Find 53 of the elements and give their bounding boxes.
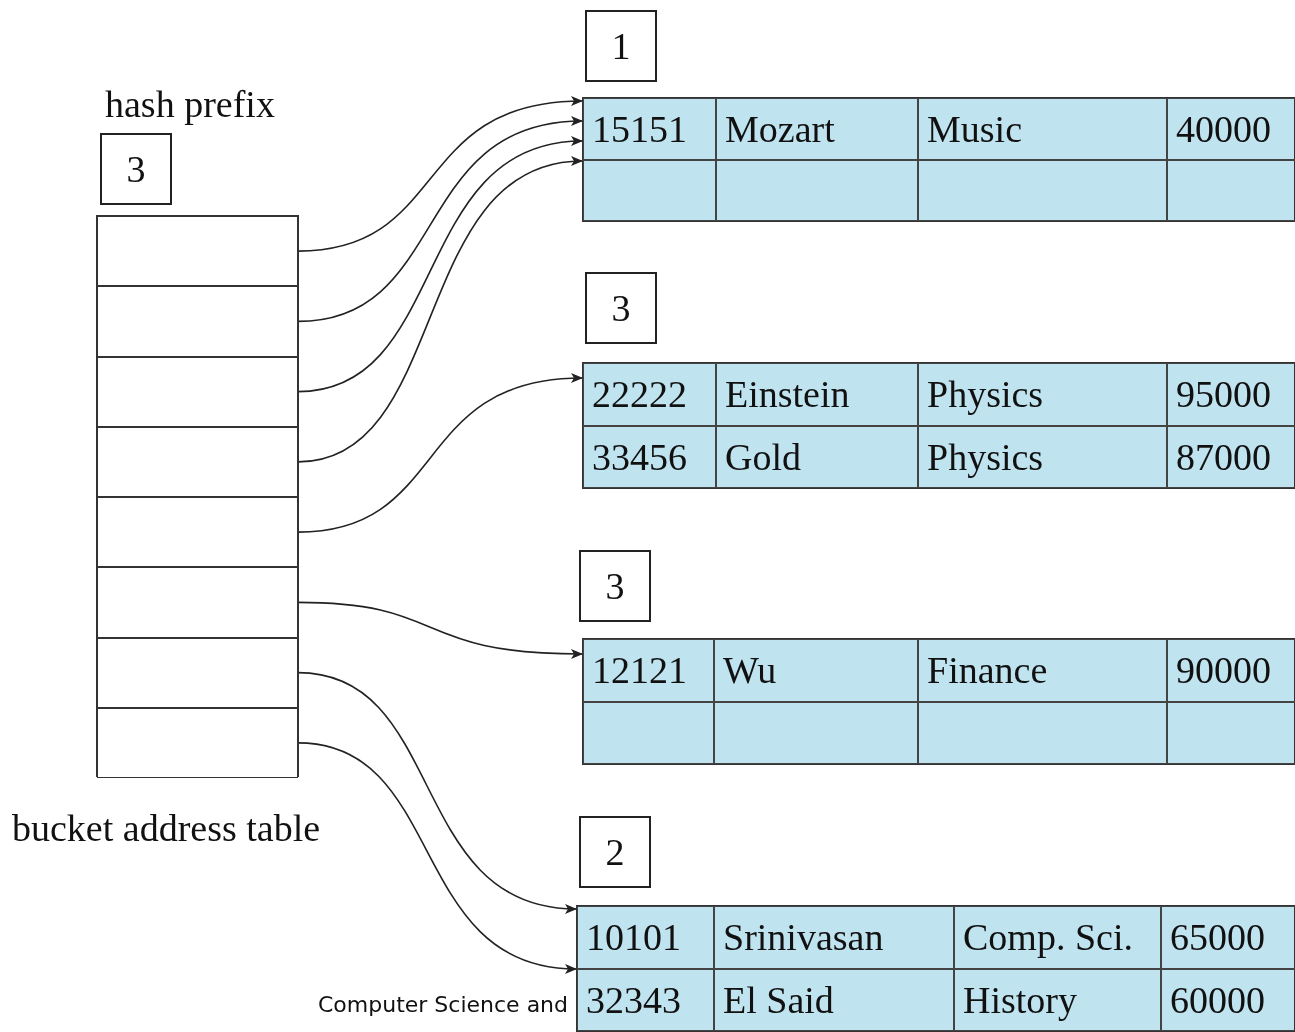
table-entry [97, 286, 298, 357]
arrow [297, 601, 583, 659]
table-entry [97, 567, 298, 638]
table-entry [97, 497, 298, 568]
depth-box: 2 [579, 816, 651, 888]
table-cell: Finance [918, 639, 1167, 702]
arrow [297, 137, 583, 393]
table-cell: 95000 [1167, 363, 1295, 426]
table-cell: 90000 [1167, 639, 1295, 702]
table-entry [97, 637, 298, 708]
table-cell: 22222 [583, 363, 716, 426]
bucket-address-table [96, 215, 299, 777]
arrow [297, 117, 583, 323]
table-entry [97, 356, 298, 427]
arrow [297, 671, 577, 913]
depth-box: 3 [579, 550, 651, 622]
table-cell: Gold [716, 425, 918, 488]
table-cell: 60000 [1161, 968, 1295, 1031]
footer-text: Computer Science and [318, 992, 569, 1017]
depth-box: 3 [585, 272, 657, 344]
table-cell: 40000 [1167, 98, 1295, 160]
table-cell: 12121 [583, 639, 714, 702]
bucket-table [582, 362, 1295, 489]
arrow [297, 96, 583, 252]
table-cell: 10101 [577, 906, 714, 969]
table-cell: Music [918, 98, 1167, 160]
table-cell: Comp. Sci. [954, 906, 1161, 969]
table-cell: 65000 [1161, 906, 1295, 969]
bucket-table [582, 97, 1295, 222]
arrow [297, 373, 583, 533]
caption-text: bucket address table [12, 806, 321, 850]
table-cell: Physics [918, 425, 1167, 488]
table-cell: 32343 [577, 968, 714, 1031]
table-cell: 15151 [583, 98, 716, 160]
table-cell: 87000 [1167, 425, 1295, 488]
table-entry [97, 707, 298, 778]
arrow [297, 157, 583, 463]
table-entry [97, 426, 298, 497]
table-cell: Physics [918, 363, 1167, 426]
table-cell: 33456 [583, 425, 716, 488]
table-cell: El Said [714, 968, 954, 1031]
depth-box: 3 [100, 133, 172, 205]
table-cell: History [954, 968, 1161, 1031]
table-cell: Einstein [716, 363, 918, 426]
caption-text: hash prefix [105, 82, 275, 126]
bucket-table [582, 638, 1295, 765]
table-cell: Srinivasan [714, 906, 954, 969]
depth-box: 1 [585, 10, 657, 82]
table-cell: Wu [714, 639, 918, 702]
table-entry [97, 216, 298, 287]
bucket-table [576, 905, 1295, 1032]
arrow [297, 742, 577, 973]
table-cell: Mozart [716, 98, 918, 160]
